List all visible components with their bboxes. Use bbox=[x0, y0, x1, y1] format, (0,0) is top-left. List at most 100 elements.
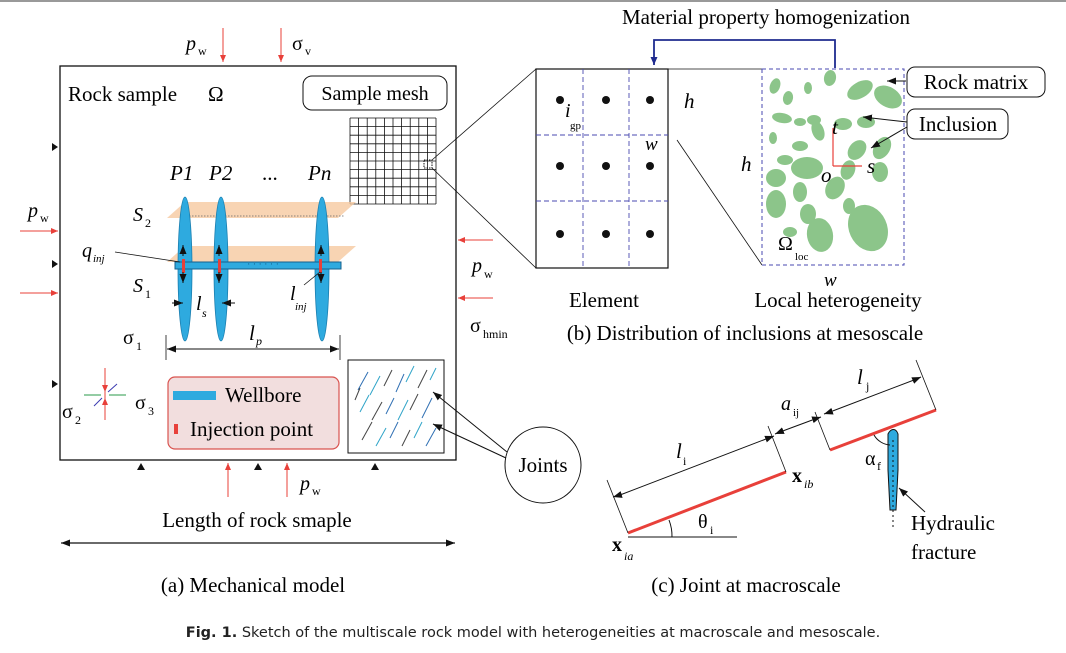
pw-bottom-label: p bbox=[298, 473, 310, 495]
inclusion-label: Inclusion bbox=[919, 112, 998, 136]
inclusion-ellipse bbox=[792, 141, 808, 151]
pw-top-subscript: w bbox=[198, 44, 207, 58]
gauss-point bbox=[646, 162, 654, 170]
inclusion-ellipse bbox=[840, 160, 856, 180]
l-p-subscript: p bbox=[255, 334, 262, 348]
legend-injection-label: Injection point bbox=[190, 417, 313, 441]
inclusion-ellipse bbox=[766, 190, 786, 218]
rock-matrix-label: Rock matrix bbox=[924, 70, 1029, 94]
gauss-point bbox=[556, 162, 564, 170]
sigma1-label: σ bbox=[123, 327, 134, 349]
inclusion-ellipse bbox=[791, 157, 823, 179]
mesh-highlight-cell bbox=[423, 159, 433, 169]
joint-segment bbox=[405, 365, 415, 383]
plane-label-ellipsis: ... bbox=[262, 161, 278, 185]
omega-symbol: Ω bbox=[208, 82, 224, 106]
joint-segment bbox=[389, 421, 399, 439]
a-ij-subscript: ij bbox=[793, 407, 799, 419]
inclusion-ellipse bbox=[848, 204, 888, 252]
l-j-label: l bbox=[857, 365, 863, 389]
s2-label: S bbox=[133, 204, 143, 226]
inclusion-ellipse bbox=[782, 91, 794, 105]
s1-subscript: 1 bbox=[145, 287, 151, 301]
homogenization-title: Material property homogenization bbox=[622, 5, 911, 29]
a-ij-label: a bbox=[781, 393, 791, 415]
l-j-subscript: j bbox=[865, 379, 869, 393]
gauss-point bbox=[602, 230, 610, 238]
sigma-hmin-subscript: hmin bbox=[483, 327, 508, 341]
joint-segment bbox=[375, 427, 387, 447]
plane-s2 bbox=[167, 202, 356, 218]
joint-segment bbox=[413, 421, 423, 439]
joint-i bbox=[627, 470, 787, 535]
joint-segment bbox=[359, 394, 370, 413]
sigma3-label: σ bbox=[135, 392, 146, 414]
element-label: Element bbox=[569, 288, 639, 312]
joint-segment bbox=[409, 393, 419, 411]
local-w-label: w bbox=[824, 270, 837, 291]
q-inj-label: q bbox=[82, 240, 92, 262]
inclusion-ellipse bbox=[843, 198, 855, 214]
gauss-point bbox=[556, 96, 564, 104]
joint-segment bbox=[425, 427, 437, 447]
wellbore bbox=[174, 261, 342, 270]
inclusion-ellipse bbox=[847, 80, 873, 100]
local-s-label: s bbox=[867, 154, 875, 178]
inclusion-ellipse bbox=[825, 176, 845, 200]
alpha-f-subscript: f bbox=[877, 459, 881, 473]
legend-wellbore-swatch bbox=[173, 391, 216, 400]
joints-callout: Joints bbox=[432, 391, 582, 504]
sigma2-label: σ bbox=[62, 401, 73, 423]
injection-point-1 bbox=[182, 259, 185, 273]
boundary-supports bbox=[52, 143, 379, 470]
joint-segment bbox=[369, 375, 381, 396]
inclusion-ellipse bbox=[834, 118, 852, 130]
inclusion-ellipse bbox=[794, 118, 806, 126]
element-w-label: w bbox=[645, 134, 658, 155]
joint-segment bbox=[421, 397, 433, 419]
inclusion-ellipse bbox=[769, 78, 781, 94]
rock-matrix-label-box bbox=[906, 66, 1046, 98]
hydraulic-fracture-label-2: fracture bbox=[911, 540, 976, 564]
sigma-v-subscript: v bbox=[305, 44, 311, 58]
pw-left-label: p bbox=[26, 200, 38, 222]
rock-sample-title: Rock sample bbox=[68, 82, 177, 106]
i-gp-label: i bbox=[565, 100, 571, 122]
inclusion-ellipse bbox=[769, 132, 777, 144]
l-inj-subscript: inj bbox=[295, 301, 307, 313]
inclusion-ellipse bbox=[777, 155, 793, 165]
inclusion-ellipse bbox=[872, 162, 888, 182]
inclusions bbox=[766, 70, 902, 252]
inclusion-ellipse bbox=[793, 182, 807, 202]
l-inj-label: l bbox=[290, 283, 296, 305]
gauss-points bbox=[556, 96, 654, 238]
element-h-label: h bbox=[684, 89, 695, 113]
injection-point-n bbox=[319, 259, 322, 273]
sample-mesh-label-box bbox=[302, 75, 448, 111]
panel-b-mesoscale: Material property homogenization i gp h … bbox=[535, 5, 1046, 345]
inclusion-ellipse bbox=[800, 204, 816, 224]
inclusion-ellipse bbox=[823, 70, 837, 86]
q-inj-subscript: inj bbox=[93, 253, 105, 265]
gauss-point bbox=[602, 96, 610, 104]
gauss-point bbox=[646, 230, 654, 238]
pw-right-label: p bbox=[470, 255, 482, 277]
local-o-label: o bbox=[821, 163, 832, 187]
plane-label-p2: P2 bbox=[208, 161, 233, 185]
injection-point-2 bbox=[218, 259, 221, 273]
panel-b-caption: (b) Distribution of inclusions at mesosc… bbox=[567, 321, 923, 345]
omega-loc-subscript: loc bbox=[795, 251, 809, 263]
joints-pattern bbox=[354, 365, 437, 447]
x-ia-label: x bbox=[612, 534, 622, 556]
figure-caption-label: Fig. 1. bbox=[185, 625, 238, 641]
l-s-subscript: s bbox=[202, 306, 207, 320]
x-ib-label: x bbox=[792, 465, 802, 487]
inclusion-ellipse bbox=[847, 140, 867, 160]
inclusion-ellipse bbox=[766, 169, 786, 187]
length-label: Length of rock smaple bbox=[162, 508, 352, 532]
s2-subscript: 2 bbox=[145, 216, 151, 230]
joint-segment bbox=[354, 387, 361, 401]
l-s-label: l bbox=[196, 293, 202, 315]
sigma2-subscript: 2 bbox=[75, 413, 81, 427]
